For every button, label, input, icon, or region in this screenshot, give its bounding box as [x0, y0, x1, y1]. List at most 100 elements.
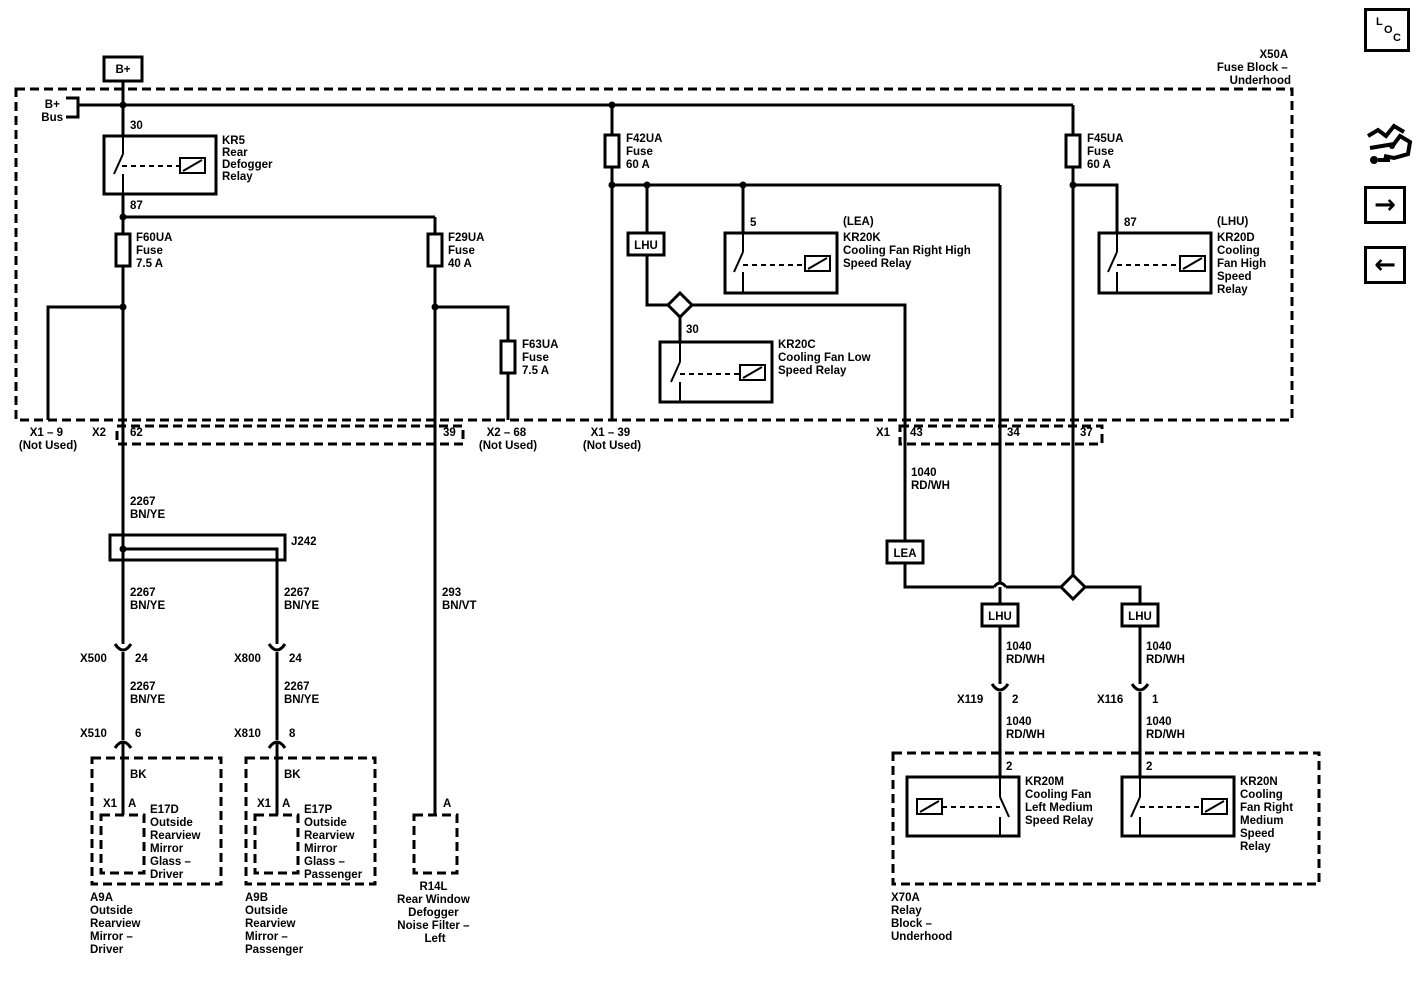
- svg-text:1: 1: [1152, 694, 1159, 706]
- pin-43: 43: [910, 427, 923, 439]
- wire-2267-label-1: 2267 BN/YE: [130, 496, 165, 521]
- pin-34: 34: [1007, 427, 1020, 439]
- f42ua-label: F42UA Fuse 60 A: [626, 133, 665, 171]
- kr20c-label: KR20C Cooling Fan Low Speed Relay: [778, 339, 874, 377]
- svg-text:X500: X500: [80, 653, 107, 665]
- e17d-component: [99, 813, 146, 875]
- svg-text:X119: X119: [957, 694, 983, 706]
- loc-letter-l: L: [1376, 16, 1383, 28]
- kr20d-pin: 87: [1124, 217, 1137, 229]
- svg-text:X1: X1: [257, 798, 272, 810]
- svg-text:A: A: [443, 798, 451, 810]
- svg-text:LHU: LHU: [634, 240, 658, 252]
- wire-1040-label-3: 1040 RD/WH: [1146, 641, 1185, 666]
- battery-positive-label: B+: [115, 64, 130, 76]
- svg-text:X116: X116: [1097, 694, 1123, 706]
- svg-text:8: 8: [289, 728, 296, 740]
- fuse-f45ua: [1064, 133, 1082, 169]
- relay-block-label: X70A Relay Block – Underhood: [891, 892, 952, 943]
- conn-x2: X2: [92, 427, 106, 439]
- kr20m-label: KR20M Cooling Fan Left Medium Speed Rela…: [1025, 776, 1096, 827]
- wire-1040-label-4: 1040 RD/WH: [1006, 716, 1045, 741]
- f60ua-label: F60UA Fuse 7.5 A: [136, 232, 175, 270]
- f29ua-label: F29UA Fuse 40 A: [448, 232, 487, 270]
- wire-1040-label-5: 1040 RD/WH: [1146, 716, 1185, 741]
- fuse-f63ua: [499, 339, 517, 375]
- loc-letter-o: O: [1384, 24, 1393, 36]
- bus-label: B+ Bus: [41, 99, 63, 124]
- fuse-block-label: X50A Fuse Block – Underhood: [1217, 49, 1291, 87]
- loc-letter-c: C: [1393, 32, 1401, 44]
- svg-text:24: 24: [135, 653, 148, 665]
- svg-text:LHU: LHU: [988, 611, 1012, 623]
- harness-connector-icon[interactable]: [1364, 120, 1416, 172]
- r14l-label: R14L Rear Window Defogger Noise Filter –…: [397, 881, 473, 945]
- fuse-block-outline: [14, 87, 1294, 422]
- module-a9a: [90, 756, 223, 886]
- kr5-label: KR5 Rear Defogger Relay: [222, 135, 276, 183]
- wire-1040-label-2: 1040 RD/WH: [1006, 641, 1045, 666]
- module-a9b: [244, 756, 377, 886]
- a9b-label: A9B Outside Rearview Mirror – Passenger: [245, 892, 304, 956]
- svg-text:A: A: [282, 798, 290, 810]
- arrow-left-icon: ←: [1374, 250, 1396, 280]
- svg-text:X510: X510: [80, 728, 107, 740]
- svg-text:BK: BK: [130, 769, 147, 781]
- conn-x1-9: X1 – 9 (Not Used): [19, 427, 77, 452]
- e17d-label: E17D Outside Rearview Mirror Glass – Dri…: [150, 804, 204, 881]
- wire-1040-label-1: 1040 RD/WH: [911, 467, 950, 492]
- kr5-pin-30: 30: [130, 120, 143, 132]
- kr20c-pin: 30: [686, 324, 699, 336]
- relay-block-outline: [891, 751, 1321, 886]
- wire-2267-label-4: 2267 BN/YE: [130, 681, 165, 706]
- conn-x1: X1: [876, 427, 891, 439]
- connector-x500: [113, 643, 133, 652]
- pin-39: 39: [443, 427, 456, 439]
- connector-x800: [267, 643, 287, 652]
- conn-x1-39: X1 – 39 (Not Used): [583, 427, 641, 452]
- fuse-f42ua: [603, 133, 621, 169]
- r14l-component: [412, 813, 459, 875]
- kr20n-pin: 2: [1146, 761, 1152, 773]
- f63ua-label: F63UA Fuse 7.5 A: [522, 339, 561, 377]
- wire-2267-label-2: 2267 BN/YE: [130, 587, 165, 612]
- e17p-label: E17P Outside Rearview Mirror Glass – Pas…: [304, 804, 363, 881]
- a9a-label: A9A Outside Rearview Mirror – Driver: [90, 892, 144, 956]
- svg-text:X1: X1: [103, 798, 118, 810]
- kr20d-label: (LHU) KR20D Cooling Fan High Speed Relay: [1217, 216, 1269, 296]
- kr20k-label: (LEA) KR20K Cooling Fan Right High Speed…: [843, 216, 974, 270]
- kr20m-pin: 2: [1006, 761, 1012, 773]
- svg-text:LEA: LEA: [894, 548, 917, 560]
- f45ua-label: F45UA Fuse 60 A: [1087, 133, 1126, 171]
- wire-293-label: 293 BN/VT: [442, 587, 477, 612]
- kr5-pin-87: 87: [130, 200, 143, 212]
- wire-2267-label-3: 2267 BN/YE: [284, 587, 319, 612]
- pin-37: 37: [1080, 427, 1093, 439]
- svg-text:24: 24: [289, 653, 302, 665]
- svg-text:BK: BK: [284, 769, 301, 781]
- svg-text:LHU: LHU: [1128, 611, 1152, 623]
- svg-text:X810: X810: [234, 728, 261, 740]
- x2-connector-outline: [115, 424, 465, 446]
- kr20n-label: KR20N Cooling Fan Right Medium Speed Rel…: [1240, 776, 1296, 853]
- option-diamond-1: [665, 290, 695, 320]
- connector-x116: [1130, 683, 1150, 692]
- next-page-button[interactable]: →: [1364, 186, 1406, 224]
- arrow-right-icon: →: [1374, 190, 1396, 220]
- fuse-f60ua: [114, 232, 132, 268]
- connector-x119: [990, 683, 1010, 692]
- svg-text:2: 2: [1012, 694, 1018, 706]
- conn-x2-68: X2 – 68 (Not Used): [479, 427, 537, 452]
- option-diamond-2: [1058, 572, 1088, 602]
- location-view-button[interactable]: L O C: [1364, 8, 1410, 52]
- pin-62: 62: [130, 427, 143, 439]
- previous-page-button[interactable]: ←: [1364, 246, 1406, 284]
- svg-text:X800: X800: [234, 653, 261, 665]
- wire-2267-label-5: 2267 BN/YE: [284, 681, 319, 706]
- fuse-f29ua: [426, 232, 444, 268]
- svg-text:6: 6: [135, 728, 141, 740]
- svg-text:A: A: [128, 798, 136, 810]
- splice-j242-label: J242: [291, 536, 317, 548]
- kr20k-pin: 5: [750, 217, 757, 229]
